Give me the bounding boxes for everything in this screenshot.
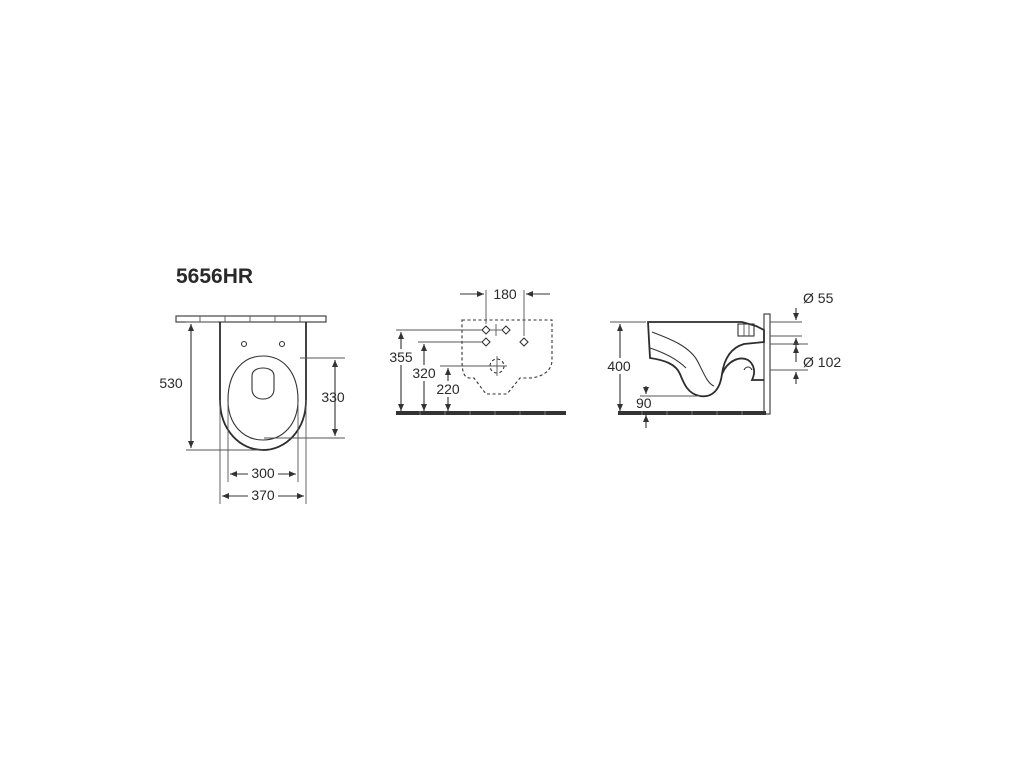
dim-inlet-diameter: Ø 55 bbox=[803, 290, 834, 306]
hinge-hole-right bbox=[278, 340, 286, 348]
bowl-side-inner bbox=[651, 331, 715, 387]
side-view: 400 90 Ø 55 Ø 102 bbox=[603, 290, 841, 428]
dim-outer-width: 370 bbox=[251, 487, 275, 503]
bowl-opening bbox=[251, 367, 275, 400]
bolt-hole-lower-right bbox=[519, 337, 529, 347]
top-view-wall-plate bbox=[175, 315, 327, 323]
trap-outline bbox=[721, 357, 764, 381]
hinge-hole-left bbox=[240, 340, 248, 348]
dim-seat-depth: 330 bbox=[321, 389, 345, 405]
dim-mid-height: 320 bbox=[412, 365, 436, 381]
dim-height: 400 bbox=[607, 358, 631, 374]
mount-view: 180 355 320 220 bbox=[386, 286, 566, 415]
dim-outlet-diameter: Ø 102 bbox=[803, 354, 841, 370]
model-title: 5656HR bbox=[176, 265, 253, 288]
inlet-connector bbox=[737, 323, 755, 337]
bowl-side-outline bbox=[647, 321, 765, 398]
side-view-wall bbox=[763, 313, 771, 415]
dim-bolt-spacing: 180 bbox=[493, 286, 517, 302]
dim-outlet-height: 90 bbox=[636, 395, 652, 411]
bolt-hole-upper-left bbox=[481, 325, 491, 335]
bowl-rim bbox=[227, 355, 299, 441]
dim-inner-width: 300 bbox=[251, 465, 275, 481]
dim-lower-height: 220 bbox=[436, 381, 460, 397]
pan-outline bbox=[461, 319, 553, 395]
bolt-hole-lower-left bbox=[481, 337, 491, 347]
bowl-outline bbox=[219, 322, 307, 451]
top-view: 530 330 300 370 bbox=[159, 315, 345, 504]
bolt-hole-upper-right bbox=[501, 325, 511, 335]
dim-upper-height: 355 bbox=[389, 349, 413, 365]
dim-length: 530 bbox=[159, 375, 183, 391]
